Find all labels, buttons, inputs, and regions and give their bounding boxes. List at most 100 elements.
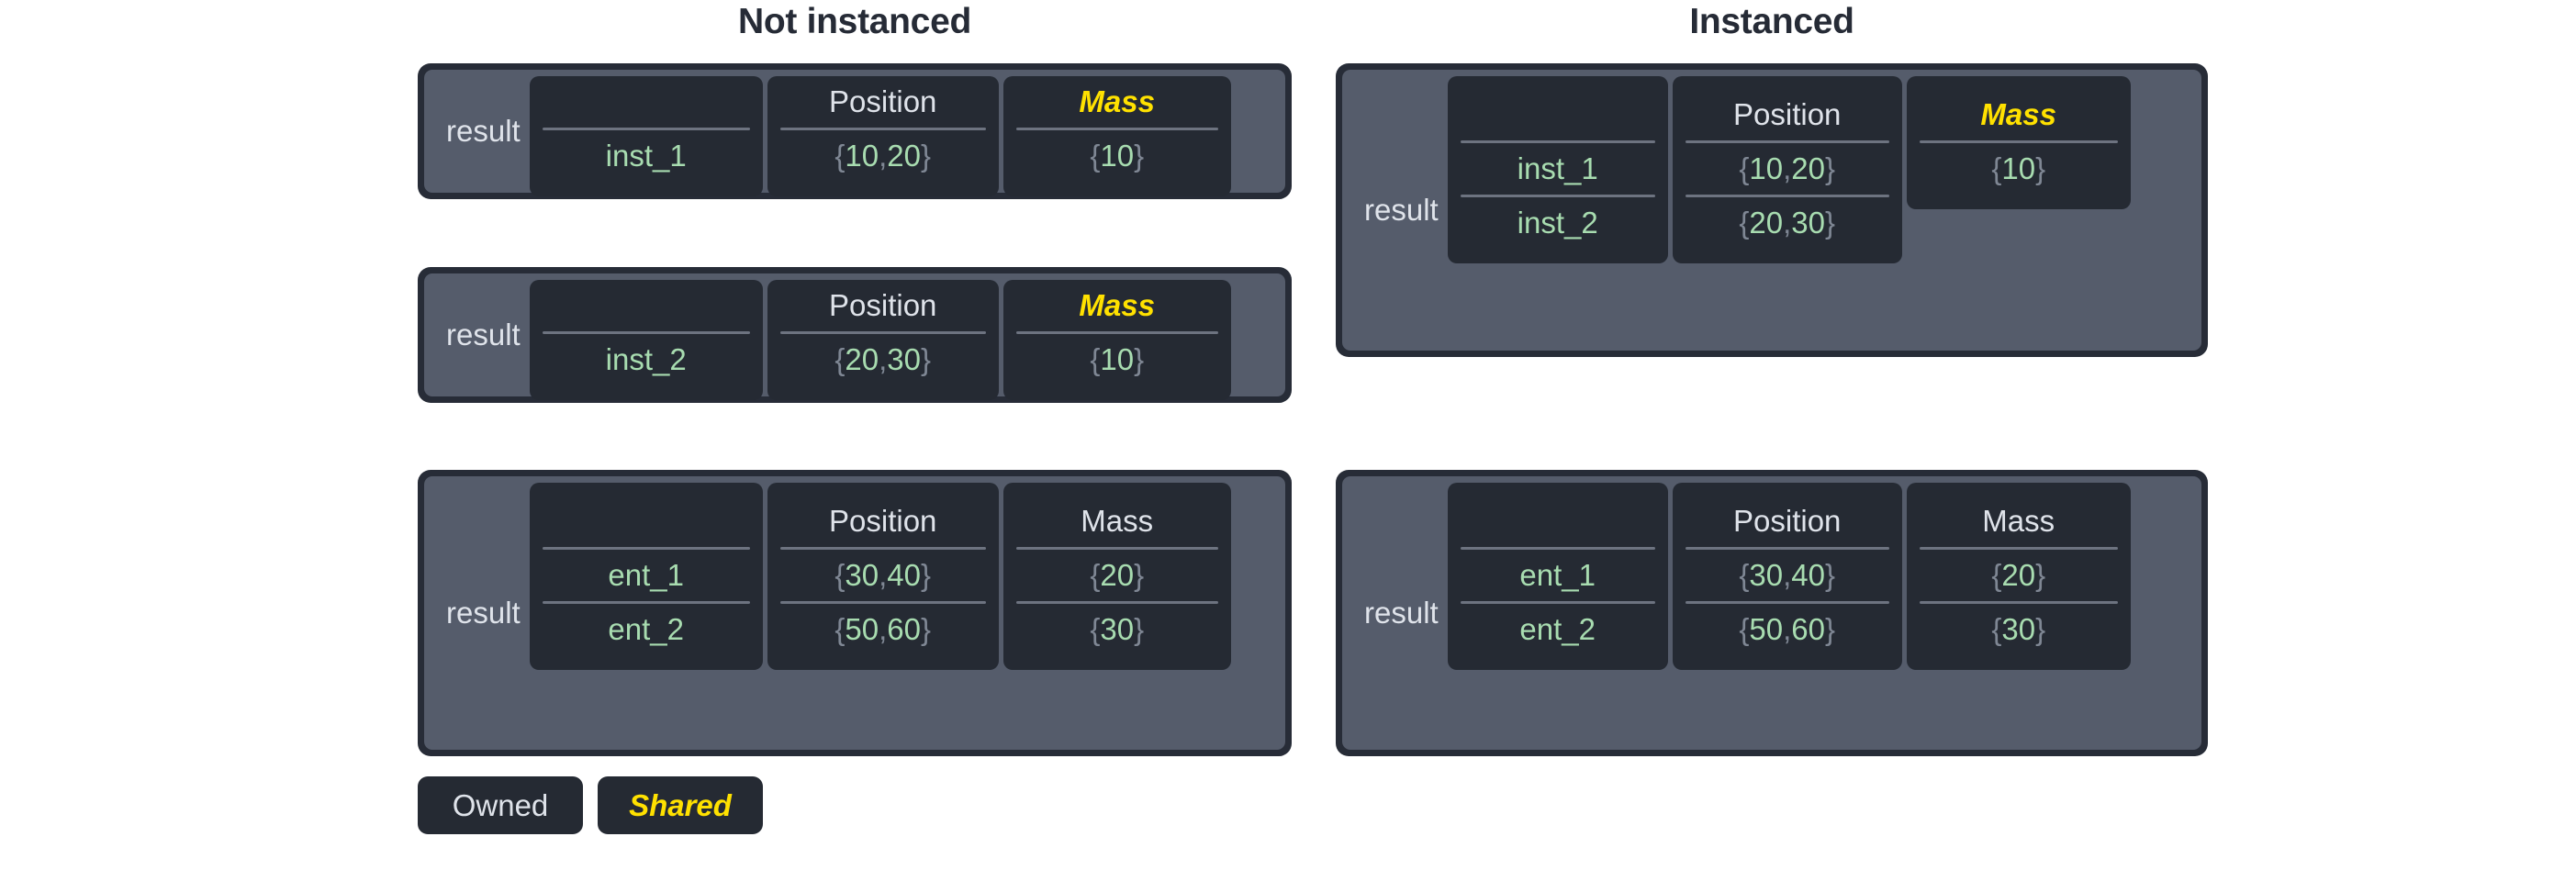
column-mass: Mass {20} {30} bbox=[1906, 483, 2131, 670]
column-title-instanced: Instanced bbox=[1689, 2, 1854, 41]
header-divider bbox=[1685, 547, 1889, 550]
legend: Owned Shared bbox=[418, 776, 763, 834]
cell-pad bbox=[767, 385, 999, 400]
header-divider bbox=[542, 128, 750, 130]
table-not-instanced-1: result inst_1 Position {10, 20} Mass bbox=[418, 63, 1292, 199]
columns-group: ent_1 ent_2 Position {30, 40} {50, 60} bbox=[529, 483, 1279, 743]
columns-group: inst_1 Position {10, 20} Mass {10} bbox=[529, 76, 1279, 196]
cell-pad bbox=[1003, 483, 1231, 496]
cell-pad bbox=[1448, 76, 1668, 89]
table-not-instanced-2: result inst_2 Position {20, 30} Mass bbox=[418, 267, 1292, 403]
header-divider bbox=[1015, 547, 1218, 550]
cell-mass: {10} bbox=[1991, 151, 2046, 185]
cell-position: {30, 40} bbox=[834, 558, 932, 592]
cell-id: ent_2 bbox=[1519, 612, 1596, 646]
cell-pad bbox=[530, 182, 763, 196]
column-header-id bbox=[1448, 89, 1668, 140]
column-header-id bbox=[530, 76, 763, 128]
cell-pad bbox=[1448, 249, 1668, 263]
cell-pad bbox=[1003, 385, 1231, 400]
row-label-result: result bbox=[446, 318, 521, 351]
row-label-result: result bbox=[1364, 193, 1439, 227]
column-header-id bbox=[530, 280, 763, 331]
row-divider bbox=[1460, 195, 1655, 197]
header-divider bbox=[542, 331, 750, 334]
column-header-id bbox=[1448, 496, 1668, 547]
cell-pad bbox=[530, 655, 763, 670]
column-id: inst_2 bbox=[529, 280, 763, 400]
cell-mass: {30} bbox=[1090, 612, 1145, 646]
header-divider bbox=[1919, 140, 2118, 143]
row-divider bbox=[779, 601, 986, 604]
header-divider bbox=[1015, 331, 1218, 334]
cell-pad bbox=[1003, 182, 1231, 196]
cell-position: {10, 20} bbox=[1739, 151, 1836, 185]
row-divider bbox=[1015, 601, 1218, 604]
cell-position: {20, 30} bbox=[1739, 206, 1836, 240]
cell-id: ent_1 bbox=[608, 558, 684, 592]
cell-mass: {20} bbox=[1090, 558, 1145, 592]
cell-pad bbox=[1448, 483, 1668, 496]
cell-pad bbox=[1907, 483, 2131, 496]
cell-pad bbox=[1907, 76, 2131, 89]
columns-group: inst_2 Position {20, 30} Mass {10} bbox=[529, 280, 1279, 400]
cell-pad bbox=[767, 655, 999, 670]
row-label-result: result bbox=[446, 596, 521, 630]
row-divider bbox=[1460, 601, 1655, 604]
column-id: inst_1 bbox=[529, 76, 763, 196]
column-mass: Mass {20} {30} bbox=[1002, 483, 1231, 670]
columns-group: ent_1 ent_2 Position {30, 40} {50, 60} bbox=[1447, 483, 2195, 743]
column-header-mass: Mass bbox=[1079, 84, 1155, 118]
legend-chip-owned: Owned bbox=[418, 776, 583, 834]
header-divider bbox=[779, 331, 986, 334]
column-position: Position {10, 20} {20, 30} bbox=[1672, 76, 1902, 263]
table-not-instanced-3: result ent_1 ent_2 Position {30, 40} bbox=[418, 470, 1292, 756]
cell-id: inst_2 bbox=[605, 342, 687, 376]
column-position: Position {30, 40} {50, 60} bbox=[1672, 483, 1902, 670]
cell-pad bbox=[1003, 655, 1231, 670]
cell-pad bbox=[1673, 655, 1902, 670]
cell-pad bbox=[767, 182, 999, 196]
column-position: Position {10, 20} bbox=[767, 76, 999, 196]
header-divider bbox=[1919, 547, 2118, 550]
column-header-position: Position bbox=[1733, 504, 1842, 538]
row-label-result: result bbox=[1364, 596, 1439, 630]
cell-mass: {10} bbox=[1090, 139, 1145, 173]
column-header-position: Position bbox=[1733, 97, 1842, 131]
cell-position: {10, 20} bbox=[834, 139, 932, 173]
cell-pad bbox=[1907, 195, 2131, 209]
header-divider bbox=[1460, 140, 1655, 143]
cell-pad bbox=[1673, 249, 1902, 263]
table-instanced-2: result ent_1 ent_2 Position {30, 40} bbox=[1336, 470, 2208, 756]
cell-position: {30, 40} bbox=[1739, 558, 1836, 592]
cell-pad bbox=[1673, 76, 1902, 89]
cell-position: {50, 60} bbox=[1739, 612, 1836, 646]
cell-pad bbox=[767, 483, 999, 496]
cell-pad bbox=[530, 385, 763, 400]
column-position: Position {30, 40} {50, 60} bbox=[767, 483, 999, 670]
column-header-id bbox=[530, 496, 763, 547]
row-divider bbox=[1685, 195, 1889, 197]
column-header-position: Position bbox=[829, 84, 937, 118]
header-divider bbox=[779, 128, 986, 130]
column-header-mass: Mass bbox=[1081, 504, 1154, 538]
column-header-position: Position bbox=[829, 288, 937, 322]
table-instanced-1: result inst_1 inst_2 Position {10, 20} bbox=[1336, 63, 2208, 357]
cell-id: ent_1 bbox=[1519, 558, 1596, 592]
row-divider bbox=[1919, 601, 2118, 604]
header-divider bbox=[779, 547, 986, 550]
cell-position: {20, 30} bbox=[834, 342, 932, 376]
column-title-not-instanced: Not instanced bbox=[738, 2, 971, 41]
column-header-mass: Mass bbox=[1980, 97, 2056, 131]
cell-pad bbox=[1448, 655, 1668, 670]
column-mass: Mass {10} bbox=[1002, 76, 1231, 196]
header-divider bbox=[1015, 128, 1218, 130]
cell-position: {50, 60} bbox=[834, 612, 932, 646]
column-header-mass: Mass bbox=[1982, 504, 2055, 538]
cell-pad bbox=[1907, 655, 2131, 670]
column-header-mass: Mass bbox=[1079, 288, 1155, 322]
header-divider bbox=[1460, 547, 1655, 550]
row-divider bbox=[1685, 601, 1889, 604]
column-mass: Mass {10} bbox=[1002, 280, 1231, 400]
